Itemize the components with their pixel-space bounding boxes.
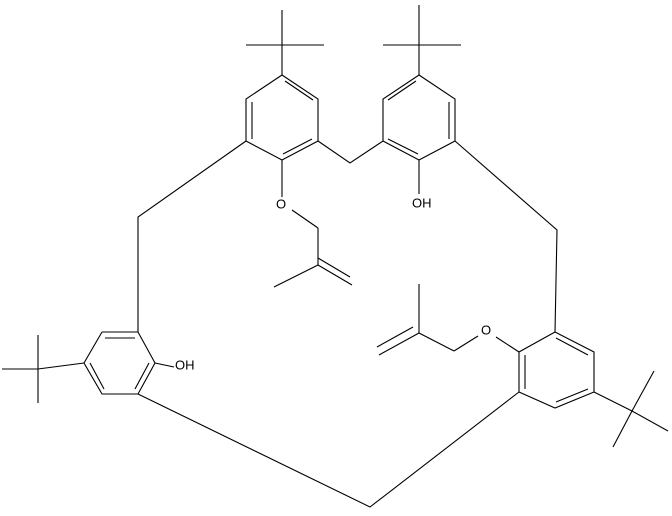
ether-oxygen-label-right: O: [481, 322, 491, 337]
methallyl-ether-right: [376, 284, 520, 356]
tert-butyl-top-right: [383, 5, 461, 75]
hydroxyl-label-left: OH: [175, 357, 195, 372]
aromatic-ring-top-right: [382, 74, 456, 161]
methallyl-ether-top: [273, 160, 353, 288]
tert-butyl-right: [593, 370, 669, 448]
hydroxyl-label-top: OH: [412, 195, 432, 210]
tert-butyl-top-left: [246, 10, 324, 75]
aromatic-ring-left: [83, 331, 156, 395]
tert-butyl-left: [2, 335, 85, 403]
aromatic-ring-right: [518, 331, 595, 409]
ether-oxygen-label-top: O: [276, 196, 286, 211]
methylene-bridges: [137, 140, 558, 508]
aromatic-ring-top-left: [245, 74, 319, 161]
oh-bond-left: [154, 362, 175, 368]
